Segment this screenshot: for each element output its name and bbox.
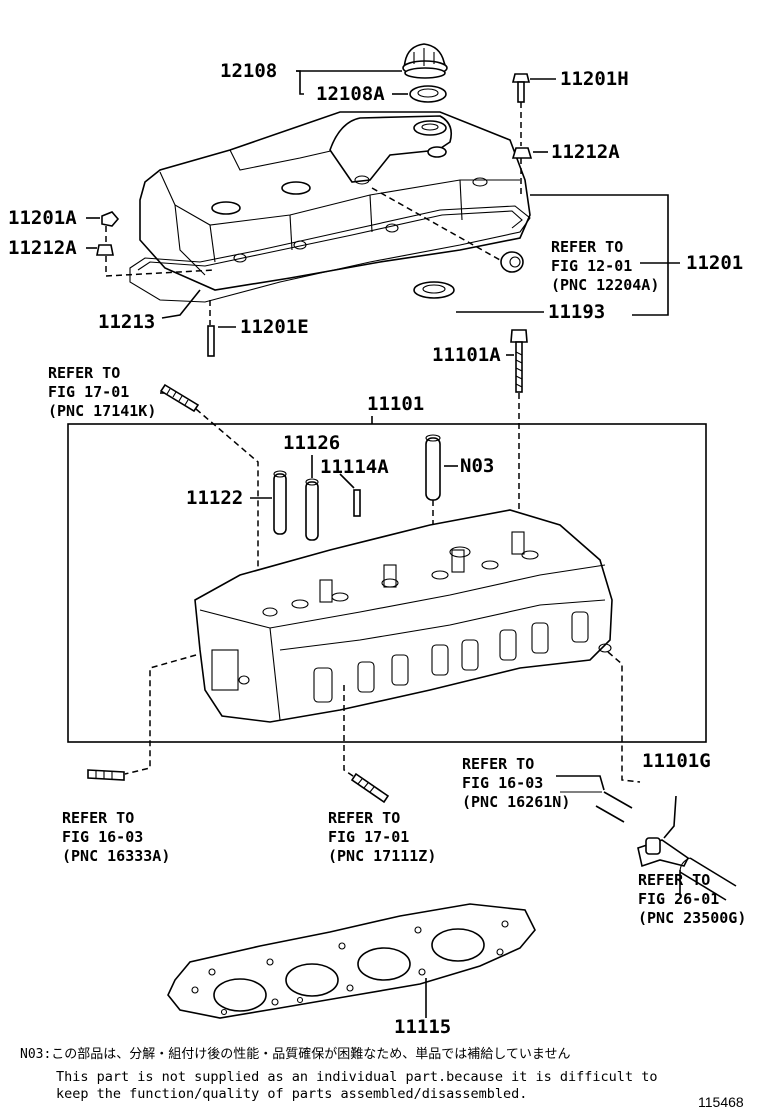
label-n03[interactable]: N03 (460, 455, 495, 477)
label-11114a[interactable]: 11114A (320, 456, 389, 478)
label-11201e[interactable]: 11201E (240, 316, 309, 338)
valve-guide-11122 (273, 470, 287, 535)
footnote-english-line1: This part is not supplied as an individu… (56, 1069, 658, 1085)
water-pipe-16261n (560, 791, 633, 823)
label-11122[interactable]: 11122 (186, 487, 244, 509)
label-11101g[interactable]: 11101G (642, 750, 711, 772)
label-11212a-left[interactable]: 11212A (8, 237, 77, 259)
ref-line: REFER TO (62, 809, 135, 827)
ref-line: REFER TO (48, 364, 121, 382)
ventilation-plug (500, 251, 524, 273)
cylinder-head (194, 509, 613, 723)
cylinder-head-frame (67, 423, 707, 743)
ref-line: (PNC 16261N) (462, 793, 571, 811)
ref-line: FIG 26-01 (638, 890, 720, 908)
ref-line: (PNC 12204A) (551, 276, 660, 294)
sleeve-n03 (425, 434, 441, 501)
oil-seal-11193 (413, 281, 455, 299)
label-11213[interactable]: 11213 (98, 311, 156, 333)
label-12108[interactable]: 12108 (220, 60, 278, 82)
ref-line: FIG 17-01 (48, 383, 130, 401)
label-11212a-right[interactable]: 11212A (551, 141, 620, 163)
bolt-11101a (510, 329, 528, 393)
ref-fig-12-01[interactable]: REFER TO FIG 12-01 (PNC 12204A) (551, 238, 659, 295)
ref-fig-17-01-bottom[interactable]: REFER TO FIG 17-01 (PNC 17111Z) (328, 809, 436, 866)
label-11115[interactable]: 11115 (394, 1016, 452, 1038)
cap-gasket (409, 85, 447, 103)
grommet-11212a-left (96, 244, 114, 256)
stud-17141k (159, 383, 200, 413)
label-11101[interactable]: 11101 (367, 393, 425, 415)
ref-fig-17-01-top[interactable]: REFER TO FIG 17-01 (PNC 17141K) (48, 364, 156, 421)
grommet-11212a-right (511, 147, 533, 159)
stud-17111z (350, 772, 390, 804)
stud-16333a (87, 769, 125, 781)
ref-fig-16-03-left[interactable]: REFER TO FIG 16-03 (PNC 16333A) (62, 809, 170, 866)
union-11101g (637, 795, 690, 868)
figure-id: 115468 (698, 1094, 744, 1110)
ref-fig-16-03-right[interactable]: REFER TO FIG 16-03 (PNC 16261N) (462, 755, 570, 812)
ref-line: REFER TO (328, 809, 401, 827)
label-11201a[interactable]: 11201A (8, 207, 77, 229)
ref-line: REFER TO (462, 755, 535, 773)
valve-guide-11126 (305, 478, 319, 541)
cylinder-head-cover (139, 111, 531, 291)
footnote-japanese: N03:この部品は、分解・組付け後の性能・品質確保が困難なため、単品では補給して… (20, 1047, 571, 1062)
ref-line: FIG 12-01 (551, 257, 633, 275)
bolt-11201h (511, 73, 531, 103)
label-11193[interactable]: 11193 (548, 301, 606, 323)
label-11126[interactable]: 11126 (283, 432, 341, 454)
label-12108a[interactable]: 12108A (316, 83, 385, 105)
label-11201[interactable]: 11201 (686, 252, 744, 274)
ref-line: FIG 17-01 (328, 828, 410, 846)
pin-11114a (353, 489, 361, 517)
ref-line: (PNC 16333A) (62, 847, 171, 865)
ref-line: REFER TO (551, 238, 624, 256)
ref-line: FIG 16-03 (462, 774, 544, 792)
cylinder-head-gasket (167, 903, 536, 1019)
label-11101a[interactable]: 11101A (432, 344, 501, 366)
cover-gasket (129, 205, 531, 303)
stud-11201e (207, 325, 215, 357)
ref-line: REFER TO (638, 871, 711, 889)
oil-filler-cap (402, 43, 448, 79)
label-11201h[interactable]: 11201H (560, 68, 629, 90)
ref-line: (PNC 17111Z) (328, 847, 437, 865)
nut-11201a (101, 211, 120, 227)
ref-line: (PNC 17141K) (48, 402, 157, 420)
ref-line: FIG 16-03 (62, 828, 144, 846)
ref-fig-26-01[interactable]: REFER TO FIG 26-01 (PNC 23500G) (638, 871, 746, 928)
footnote-english-line2: keep the function/quality of parts assem… (56, 1086, 528, 1102)
ref-line: (PNC 23500G) (638, 909, 747, 927)
